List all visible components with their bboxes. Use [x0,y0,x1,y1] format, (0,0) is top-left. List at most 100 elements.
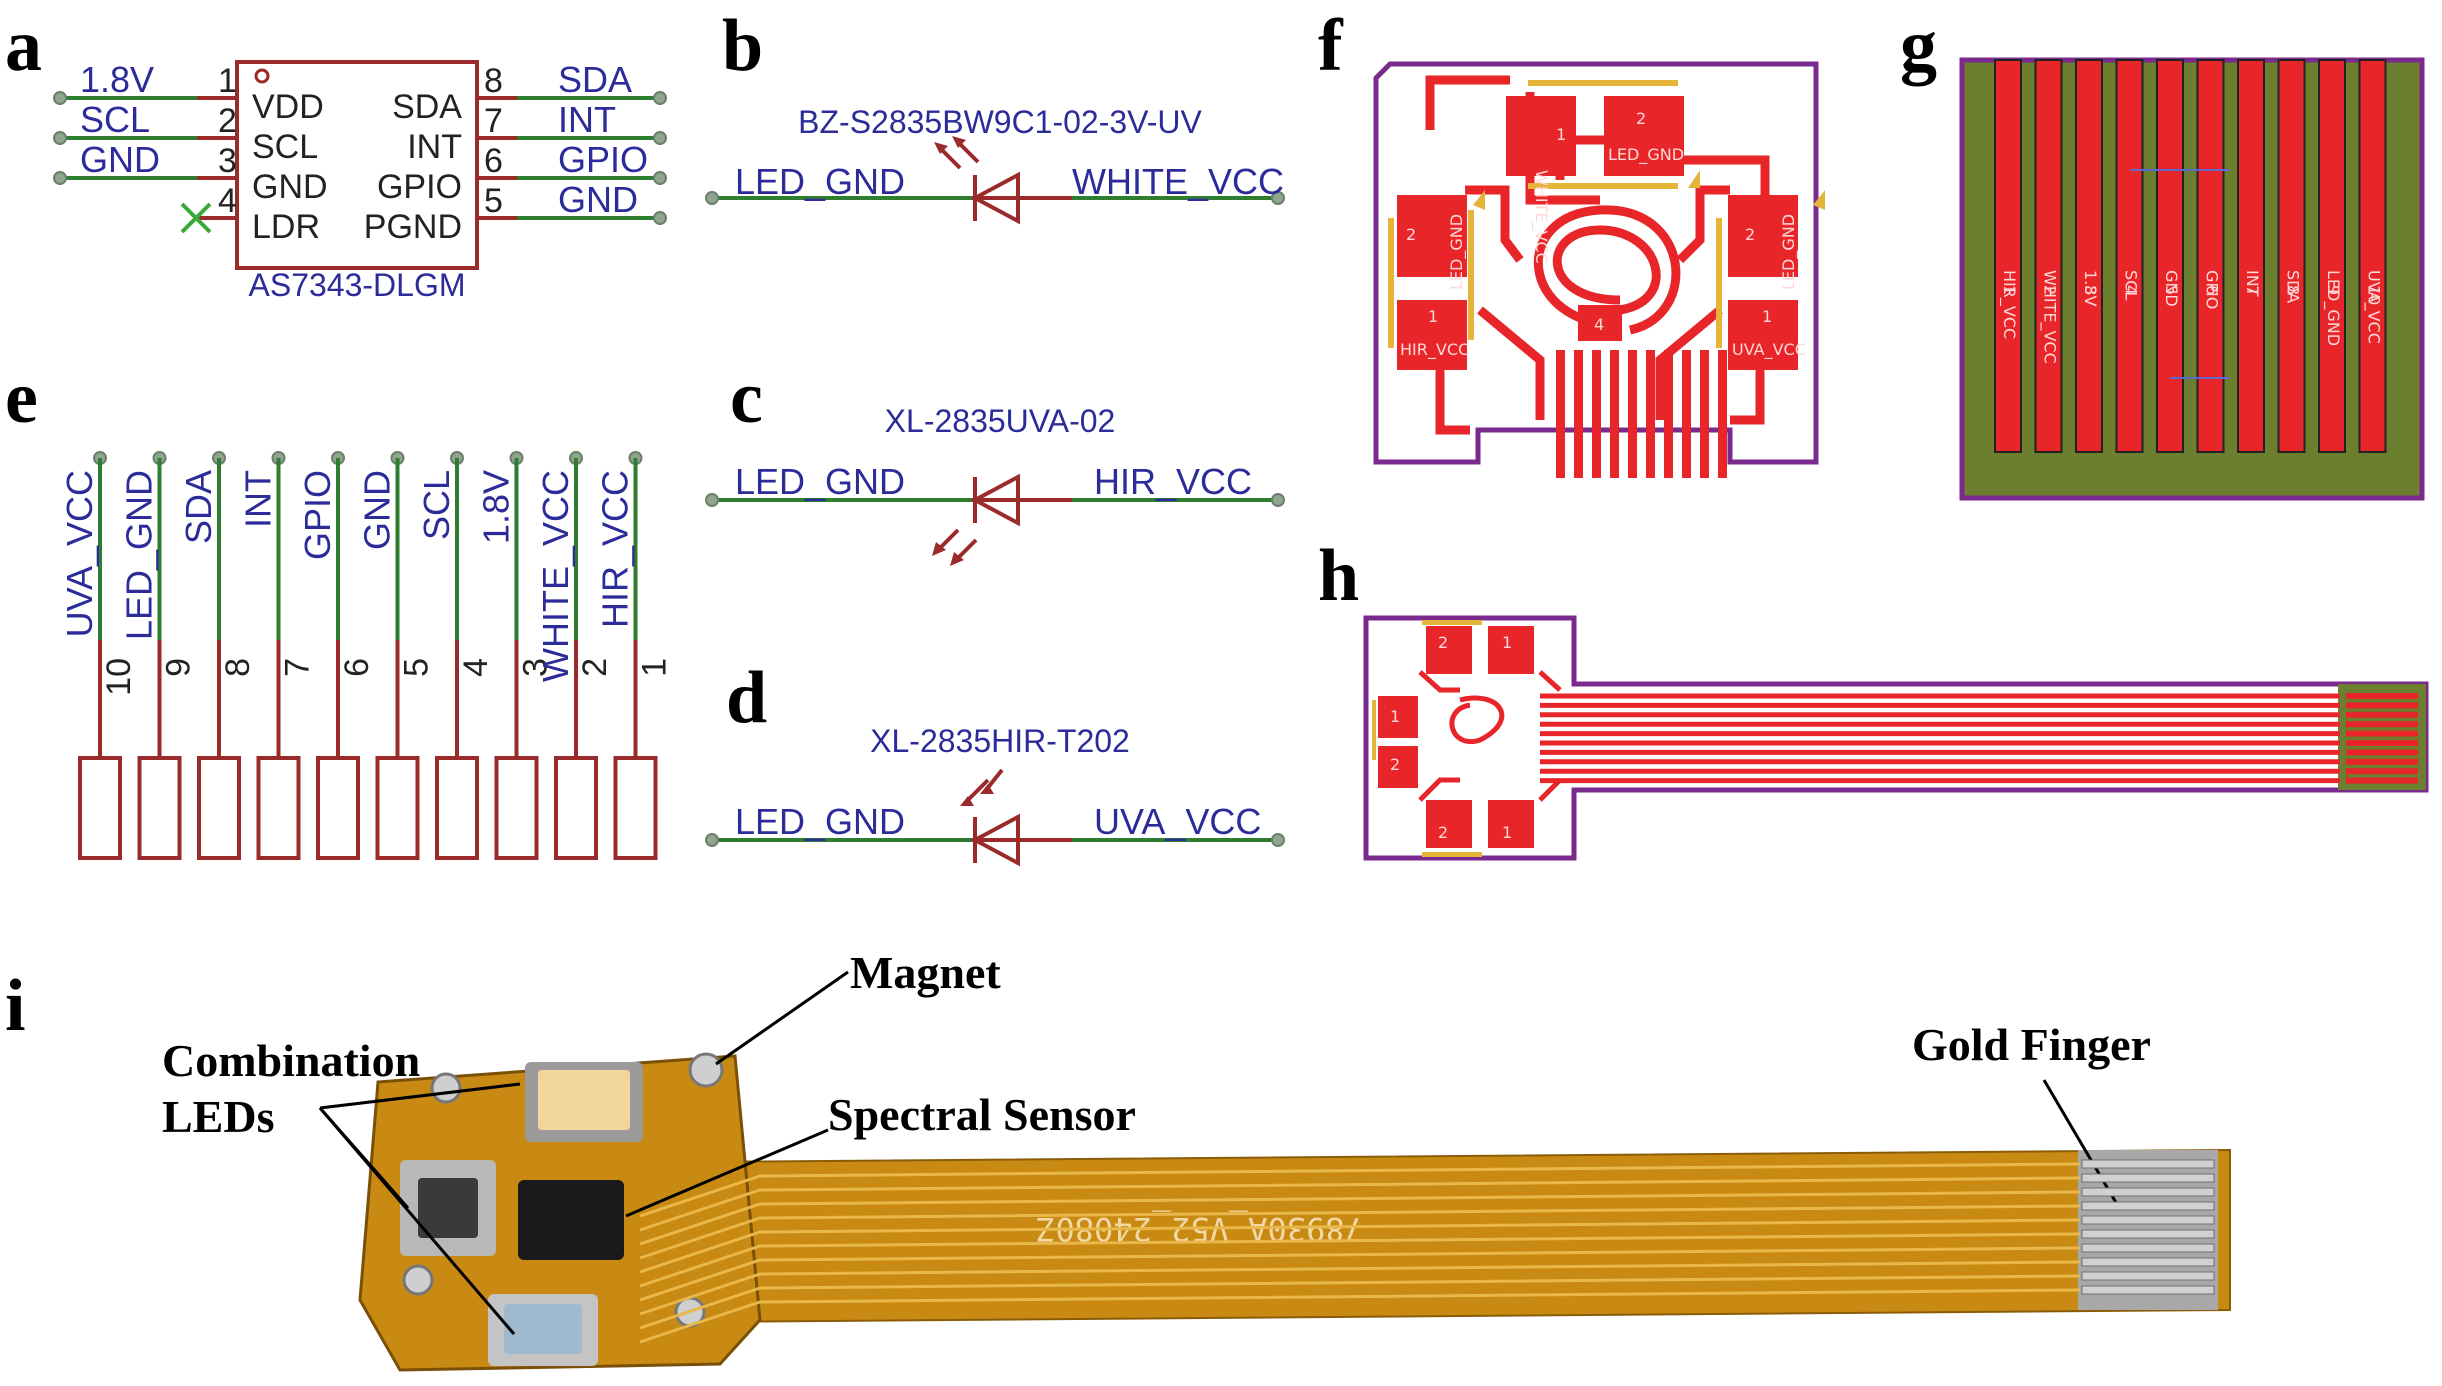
emission-arrowhead [932,542,946,556]
led-pad [1397,300,1467,370]
silkscreen-bar [1388,218,1394,348]
net-label: 1.8V [476,470,517,544]
net-label: LED_GND [735,461,905,502]
pin-name: GPIO [377,168,462,206]
finger-pad [2346,693,2418,699]
silkscreen-bar [1422,620,1482,625]
finger-pad [2346,711,2418,718]
pad-number: 2 [1406,225,1416,244]
gold-finger-strip [2081,1187,2215,1197]
gold-finger-strip [2081,1159,2215,1169]
pad-number: 2 [1636,109,1646,128]
net-label: SDA [558,59,632,100]
pin-number: 6 [338,658,376,677]
net-label: UVA_VCC [59,470,100,637]
led-pad [1397,195,1467,277]
diode-symbol [970,813,1020,867]
finger-number: 7 [2243,285,2262,295]
part-number: XL-2835UVA-02 [885,403,1116,439]
callout-spectral-sensor: Spectral Sensor [828,1089,1136,1140]
finger-label: LED_GND [2323,270,2343,346]
net-label: SDA [178,470,219,544]
magnet [688,1052,724,1088]
copper-traces [1418,670,1562,802]
net-endpoint [1271,191,1285,205]
magnet [430,1072,462,1104]
diode-symbol [970,473,1020,527]
emission-arrowhead [934,142,948,154]
net-label: LED_GND [735,801,905,842]
hir-led-lens [504,1304,582,1354]
part-number: XL-2835HIR-T202 [870,723,1130,759]
finger-number: 10 [2365,285,2384,305]
finger-label: SDA [2284,270,2303,303]
flex-trace [639,1218,2081,1274]
led-pad [1426,626,1472,674]
pin-number: 2 [218,102,237,140]
emission-arrowhead [980,784,994,794]
polarity-marker [1813,190,1825,210]
led-pad [1488,626,1534,674]
led-pad [1378,746,1418,788]
polarity-marker [1688,170,1700,188]
gold-finger-pad [2156,59,2184,453]
pin-number: 10 [100,658,138,696]
polarity-marker [1473,190,1485,210]
finger-label: GND [2162,270,2181,307]
gold-finger-strip [2081,1229,2215,1239]
silkscreen-bar [1372,700,1376,760]
pin-name: SDA [392,88,462,126]
finger-pad [2346,758,2418,765]
gold-finger-strip [2081,1257,2215,1267]
copper-fingers-f [1556,350,1727,478]
connector-pin [435,756,479,860]
panel-d: d XL-2835HIR-T202 LED_GND UVA_VCC [705,657,1285,867]
net-label: LED_GND [119,470,160,640]
finger-number: 9 [2324,285,2343,295]
sensor-pad [1578,305,1622,341]
panel-label-c: c [730,357,763,439]
panel-e: e UVA_VCC10LED_GND9SDA8INT7GPIO6GND5SCL4… [5,357,674,860]
gold-finger-pad [2318,59,2346,453]
gold-finger-strip [2081,1243,2215,1253]
flex-trace [639,1288,2081,1344]
flex-trace [639,1232,2081,1288]
callout-gold-finger: Gold Finger [1912,1019,2151,1070]
chip-name: AS7343-DLGM [249,267,466,303]
connector-pin [554,756,598,860]
finger-number: 4 [2122,285,2141,295]
flex-trace [639,1246,2081,1302]
pin-name: GND [252,168,328,206]
finger-number: 2 [2041,285,2060,295]
connector-pin [375,756,420,860]
net-label: UVA_VCC [1094,801,1261,842]
net-label: GND [357,470,398,550]
pin-number: 5 [398,658,436,677]
callout-leds: LEDs [162,1091,274,1142]
callout-leader [318,1107,516,1335]
flex-trace [639,1204,2081,1260]
connector-pin [197,756,241,860]
net-label: GPIO [297,470,338,560]
pad-number: 4 [1594,315,1604,334]
pad-number: 1 [1762,307,1772,326]
copper-traces [1425,75,1770,435]
panel-label-f: f [1318,5,1344,87]
net-endpoint [53,171,67,185]
pad-label: LED_GND [1608,145,1684,165]
part-number: BZ-S2835BW9C1-02-3V-UV [798,104,1202,140]
finger-pad [2346,730,2418,737]
net-endpoint [53,91,67,105]
connector-pin [316,756,360,860]
silkscreen-bar [1528,80,1678,86]
pin-name: VDD [252,88,324,126]
pad-label: HIR_VCC [1400,340,1469,360]
connector-pin [137,756,182,860]
led-pad [1728,300,1798,370]
finger-pad [2346,768,2418,775]
finger-label: SCL [2122,270,2141,300]
pin-number: 2 [576,658,614,677]
pin-number: 8 [219,658,257,677]
pin-number: 1 [636,658,674,677]
